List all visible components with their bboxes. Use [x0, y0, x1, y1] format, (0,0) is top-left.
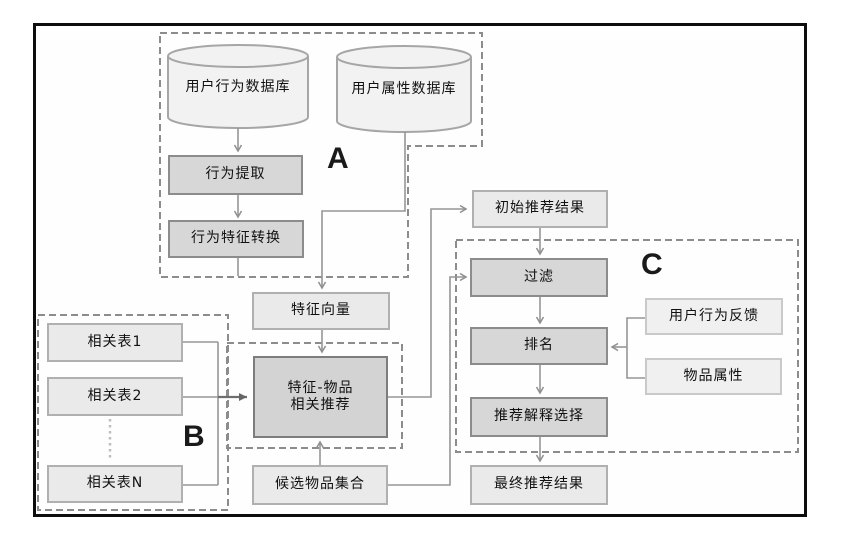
- node-final-recommendation-result: 最终推荐结果: [470, 465, 608, 505]
- group-a-label: A: [327, 142, 349, 175]
- node-ranking: 排名: [470, 327, 608, 365]
- node-feature-vector: 特征向量: [252, 292, 390, 330]
- group-b-label: B: [183, 420, 205, 453]
- group-a-boundary: [159, 32, 483, 278]
- node-feature-item-recommendation: 特征-物品 相关推荐: [253, 356, 388, 438]
- group-c-label: C: [641, 248, 663, 281]
- node-initial-recommendation-result: 初始推荐结果: [472, 190, 608, 228]
- cylinder-user-attribute-db-top: [336, 45, 472, 69]
- group-c-boundary: [455, 239, 799, 453]
- node-filter: 过滤: [470, 258, 608, 297]
- node-related-table-n: 相关表N: [47, 465, 183, 503]
- feature-item-boundary: [226, 342, 403, 449]
- node-feature-item-recommendation-line2: 相关推荐: [290, 397, 351, 413]
- node-related-table-1: 相关表1: [47, 323, 183, 362]
- node-user-behavior-feedback: 用户行为反馈: [645, 298, 783, 335]
- edge-candidate-to-filter: [388, 272, 468, 486]
- node-user-behavior-db-label: 用户行为数据库: [185, 79, 291, 95]
- node-related-table-2: 相关表2: [47, 377, 183, 416]
- node-recommendation-explanation-selection: 推荐解释选择: [470, 397, 608, 437]
- cylinder-user-behavior-db-top: [167, 44, 309, 68]
- node-item-attributes: 物品属性: [645, 358, 782, 395]
- node-behavior-feature-conversion: 行为特征转换: [168, 220, 304, 258]
- cylinder-user-attribute-db: [336, 57, 472, 133]
- edge-attribute-db-to-feature-vector: [317, 132, 406, 290]
- node-feature-item-recommendation-line1: 特征-物品: [287, 379, 354, 396]
- edge-feature-item-to-initial-result: [388, 204, 468, 398]
- node-user-attribute-db-label: 用户属性数据库: [351, 81, 457, 97]
- node-candidate-item-set: 候选物品集合: [252, 465, 388, 505]
- node-behavior-extraction: 行为提取: [168, 155, 303, 195]
- edge-feedback-attributes-join: [626, 317, 645, 379]
